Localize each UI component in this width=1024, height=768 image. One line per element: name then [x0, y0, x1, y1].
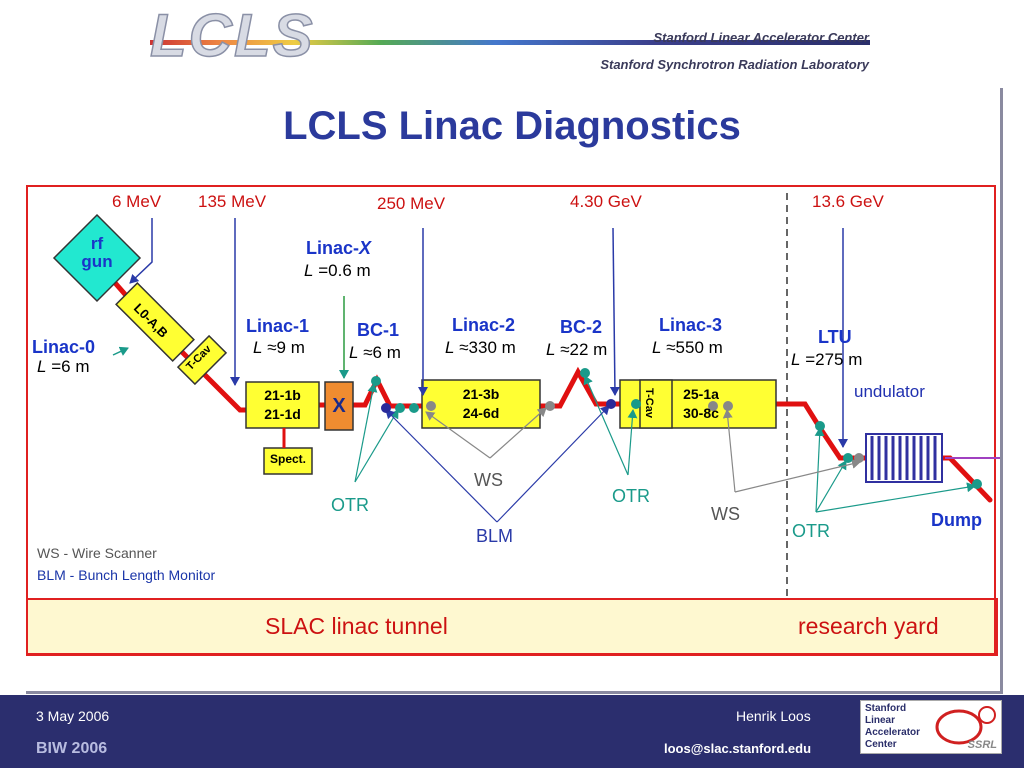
spect-text: Spect. [269, 452, 306, 466]
linac3-label: Linac-3 [659, 315, 723, 335]
energy-13gev: 13.6 GeV [812, 192, 884, 211]
otr-label-2: OTR [612, 486, 650, 506]
l0ab-box [115, 282, 195, 362]
tcav2-text: T-Cav [642, 388, 655, 418]
region-band [26, 598, 998, 656]
footer-author: Henrik Loos [736, 708, 811, 724]
legend-ws: WS - Wire Scanner [37, 545, 157, 561]
dump-label: Dump [931, 510, 982, 530]
rf-gun-line1: rf [90, 234, 104, 253]
linac1-length: L ≈9 m [253, 338, 305, 357]
diagnostic-markers [371, 368, 982, 489]
slac-logo-text: Stanford Linear Accelerator Center [865, 703, 921, 750]
energy-6mev: 6 MeV [112, 192, 162, 211]
linac2-length: L ≈330 m [445, 338, 516, 357]
energy-arrow-4gev [609, 227, 620, 396]
bc1-length: L ≈6 m [349, 343, 401, 362]
box-spect [263, 447, 313, 475]
box-x [324, 381, 354, 431]
org-ssrl: Stanford Synchrotron Radiation Laborator… [600, 57, 869, 72]
energy-arrow-6mev [129, 218, 153, 284]
footer: 3 May 2006 BIW 2006 Henrik Loos loos@sla… [0, 695, 1024, 768]
otr-label-3: OTR [792, 521, 830, 541]
org-slac: Stanford Linear Accelerator Center [653, 30, 869, 45]
footer-event: BIW 2006 [36, 740, 108, 757]
header: LCLS Stanford Linear Accelerator Center … [0, 0, 1024, 82]
ws-label-2: WS [711, 504, 740, 524]
footer-email: loos@slac.stanford.edu [664, 741, 812, 756]
region-tunnel: SLAC linac tunnel [265, 613, 448, 639]
box-x-text: X [332, 395, 346, 417]
undulator-block [865, 433, 943, 483]
tcav1-box [176, 334, 228, 386]
legend-blm: BLM - Bunch Length Monitor [37, 567, 216, 583]
bc2-label: BC-2 [560, 317, 603, 337]
logo-stripe [150, 40, 870, 45]
linac0-arrow [112, 346, 129, 356]
beam-line [92, 257, 993, 503]
undulator-label: undulator [854, 382, 925, 401]
linac3-length: L ≈550 m [652, 338, 723, 357]
linac2-label: Linac-2 [452, 315, 516, 335]
blm-label: BLM [476, 526, 514, 546]
page-title: LCLS Linac Diagnostics [283, 104, 741, 148]
lcls-logo: LCLS [149, 2, 315, 69]
otr-label-1: OTR [331, 495, 369, 515]
bc1-label: BC-1 [357, 320, 400, 340]
energy-250mev: 250 MeV [377, 194, 446, 213]
linac1-label: Linac-1 [246, 316, 310, 336]
tcav2-box [639, 379, 673, 429]
bc2-length: L ≈22 m [546, 340, 608, 359]
ltu-length: L =275 m [791, 350, 863, 369]
slac-ssrl-logo: Stanford Linear Accelerator Center SSRL [860, 700, 1002, 754]
ltu-label: LTU [818, 327, 852, 347]
energy-4gev: 4.30 GeV [570, 192, 642, 211]
rf-gun [52, 213, 142, 303]
diagram-panel [26, 185, 996, 655]
ws-label-1: WS [474, 470, 503, 490]
linacx-label: Linac-X [306, 238, 372, 258]
linac0-length: L =6 m [37, 357, 90, 376]
region-yard: research yard [798, 613, 939, 639]
rf-gun-label: rf gun [80, 235, 114, 271]
ssrl-logo-text: SSRL [967, 739, 997, 751]
energy-135mev: 135 MeV [198, 192, 267, 211]
linac0-label: Linac-0 [32, 337, 96, 357]
footer-date: 3 May 2006 [36, 708, 110, 724]
box-21-3 [421, 379, 541, 429]
ssrl-ring-icon [935, 706, 996, 745]
linacx-length: L =0.6 m [304, 261, 371, 280]
rf-gun-line2: gun [81, 252, 113, 271]
box-21-1 [245, 381, 320, 429]
